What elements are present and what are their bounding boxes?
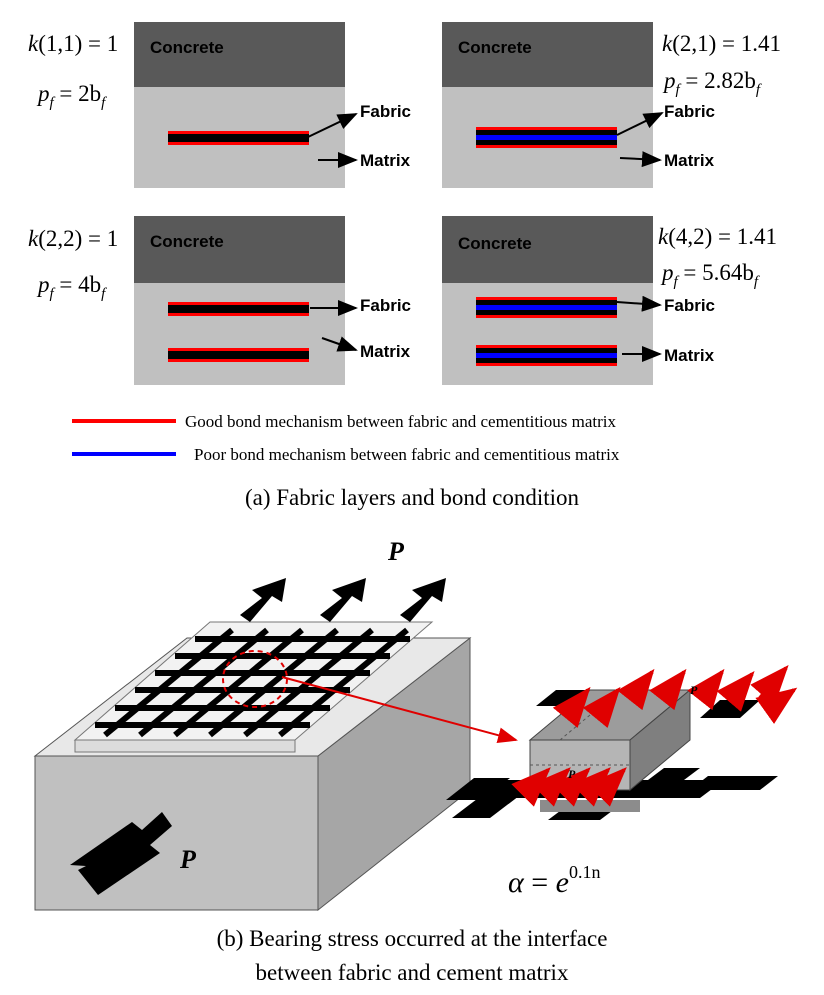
matrix-label: Matrix [664, 346, 715, 365]
detail-fabric-bar [446, 778, 510, 800]
detail-load-label-top: P [690, 683, 698, 697]
detail-pointer [281, 676, 518, 744]
fabric-layer [476, 310, 617, 315]
block-front-face [34, 755, 319, 911]
load-label-bottom: P [179, 845, 197, 874]
concrete-label: Concrete [458, 234, 532, 253]
fabric-label: Fabric [360, 296, 411, 315]
detail-load-label-mid: P [568, 767, 576, 781]
concrete-label: Concrete [150, 38, 224, 57]
good-bond-line [168, 302, 309, 305]
detail-fabric-bar [690, 776, 778, 790]
load-arrow [240, 578, 286, 622]
poor-bond-line [476, 305, 617, 310]
caption-b-line2: between fabric and cement matrix [256, 960, 569, 985]
tension-arrows-top [240, 578, 446, 622]
box-k42: Concrete Fabric Matrix k(4,2) = 1.41 pf … [442, 216, 777, 385]
matrix-arrow [321, 336, 358, 352]
good-bond-line [476, 363, 617, 366]
k-equation: k(4,2) = 1.41 [658, 224, 777, 249]
fabric-layer [476, 348, 617, 353]
fabric-layer [168, 134, 309, 142]
good-bond-line [476, 297, 617, 300]
matrix-label: Matrix [360, 151, 411, 170]
good-bond-line [168, 359, 309, 362]
fabric-layer [476, 140, 617, 145]
fabric-arrow [616, 295, 662, 312]
concrete-label: Concrete [150, 232, 224, 251]
fabric-layer [168, 305, 309, 313]
good-bond-line [476, 127, 617, 130]
legend-poor-label: Poor bond mechanism between fabric and c… [194, 445, 620, 464]
load-arrow-bottom [70, 812, 172, 895]
box-k22: Concrete Fabric Matrix k(2,2) = 1 pf = 4… [28, 216, 411, 385]
good-bond-line [168, 131, 309, 134]
caption-b-line1: (b) Bearing stress occurred at the inter… [217, 926, 608, 951]
matrix-label: Matrix [360, 342, 411, 361]
good-bond-line [168, 348, 309, 351]
p-equation: pf = 2.82bf [662, 68, 762, 98]
k-equation: k(2,1) = 1.41 [662, 31, 781, 56]
p-equation: pf = 5.64bf [660, 260, 760, 290]
fabric-label: Fabric [664, 102, 715, 121]
load-arrow [320, 578, 366, 622]
box-k21: Concrete Fabric Matrix k(2,1) = 1.41 pf … [442, 22, 781, 188]
legend-good-label: Good bond mechanism between fabric and c… [185, 412, 617, 431]
fabric-layer [168, 351, 309, 359]
matrix-layer [134, 283, 345, 385]
matrix-label: Matrix [664, 151, 715, 170]
matrix-overlay-edge [74, 739, 296, 753]
load-label-top: P [387, 537, 405, 566]
fabric-layer [476, 130, 617, 135]
detail-fabric-bar [700, 700, 760, 718]
p-equation: pf = 4bf [36, 272, 107, 302]
fabric-arrow [307, 113, 358, 138]
detail-block-base [540, 800, 640, 812]
concrete-layer [442, 216, 653, 283]
good-bond-line [476, 345, 617, 348]
matrix-arrow [619, 151, 662, 168]
fabric-arrow [616, 112, 664, 136]
good-bond-line [168, 313, 309, 316]
poor-bond-line [476, 353, 617, 358]
fabric-label: Fabric [664, 296, 715, 315]
poor-bond-line [476, 135, 617, 140]
concrete-layer [134, 22, 345, 87]
good-bond-line [476, 145, 617, 148]
alpha-equation: α = e0.1n [508, 862, 601, 899]
fabric-label: Fabric [360, 102, 411, 121]
box-k11: Concrete Fabric Matrix k(1,1) = 1 pf = 2… [28, 22, 411, 188]
fabric-layer [476, 358, 617, 363]
fabric-layer [476, 300, 617, 305]
detail-element [446, 688, 778, 820]
good-bond-line [168, 142, 309, 145]
k-equation: k(1,1) = 1 [28, 31, 118, 56]
load-arrow [400, 578, 446, 622]
concrete-label: Concrete [458, 38, 532, 57]
bearing-stress-arrows [511, 664, 798, 807]
concrete-layer [134, 216, 345, 283]
detail-fabric-bar [640, 768, 700, 786]
p-equation: pf = 2bf [36, 81, 107, 111]
caption-a: (a) Fabric layers and bond condition [245, 485, 580, 510]
legend: Good bond mechanism between fabric and c… [72, 412, 620, 464]
fabric-grid [95, 627, 410, 738]
concrete-layer [442, 22, 653, 87]
good-bond-line [476, 315, 617, 318]
k-equation: k(2,2) = 1 [28, 226, 118, 251]
